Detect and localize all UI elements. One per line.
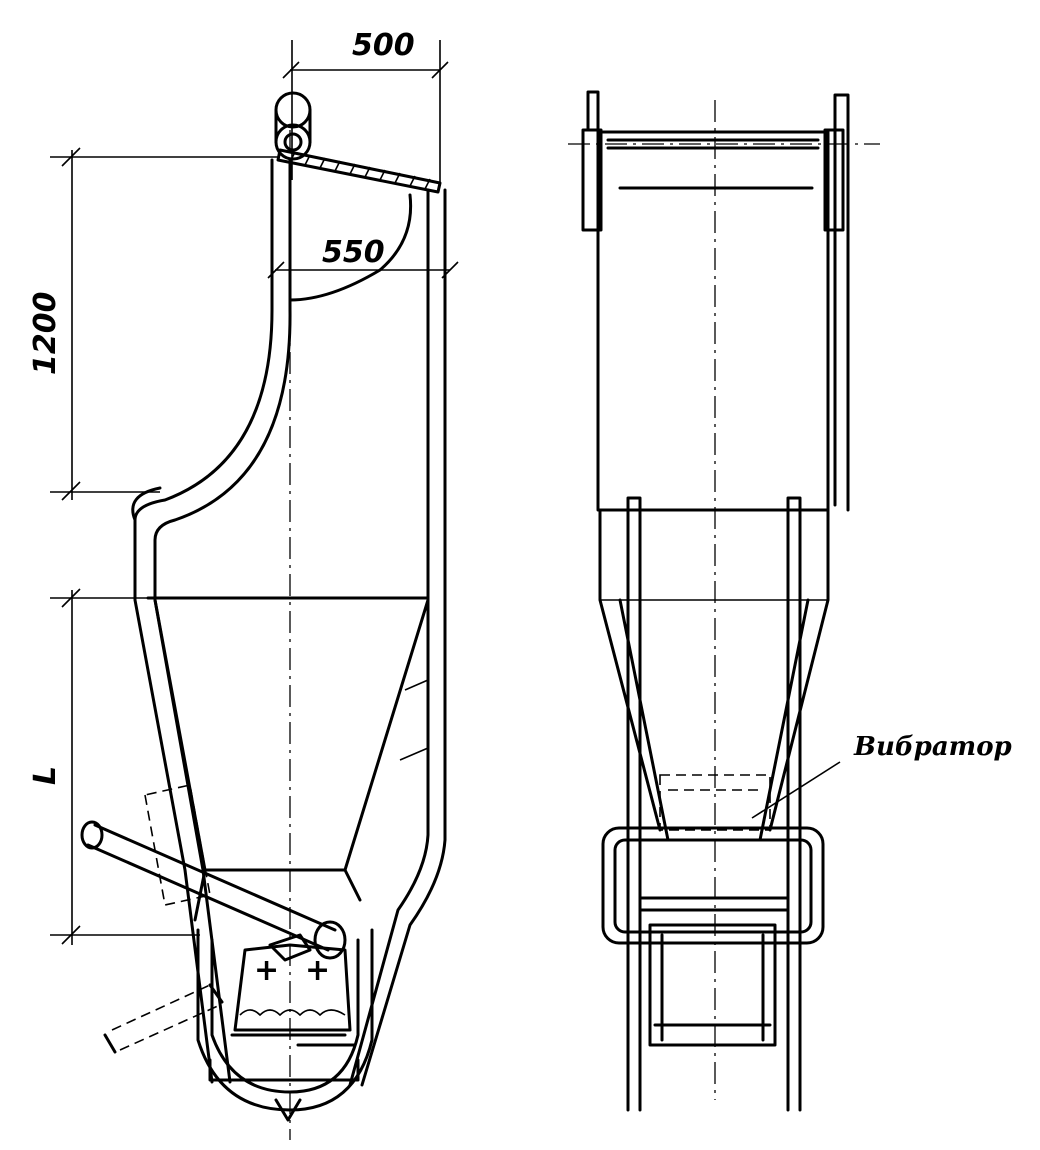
dim-1200-value: 1200: [28, 292, 63, 376]
dim-L: L: [28, 588, 200, 945]
side-view: + + 500 550: [28, 28, 459, 1140]
svg-text:+: +: [254, 953, 279, 988]
vertical-rods: [626, 496, 802, 1112]
dim-500: 500: [282, 28, 449, 186]
dim-500-value: 500: [352, 28, 415, 63]
frame-loop: [601, 826, 825, 945]
hopper-cone: [146, 596, 430, 922]
dim-1200: 1200: [28, 147, 280, 501]
back-wall: [348, 188, 430, 1087]
front-gate: [648, 923, 777, 1047]
dim-L-value: L: [28, 766, 63, 785]
gate-lever: [80, 820, 347, 962]
handle-bar: [133, 158, 274, 1084]
dim-550: 550: [267, 235, 459, 279]
vibrator: Вибратор: [659, 732, 1012, 831]
front-view: Вибратор: [568, 90, 1012, 1112]
upper-box: [568, 90, 880, 512]
vibrator-label: Вибратор: [853, 732, 1012, 762]
lever-stowed: [103, 784, 224, 1054]
dim-550-value: 550: [322, 235, 385, 270]
hanging-lug: [274, 91, 312, 161]
